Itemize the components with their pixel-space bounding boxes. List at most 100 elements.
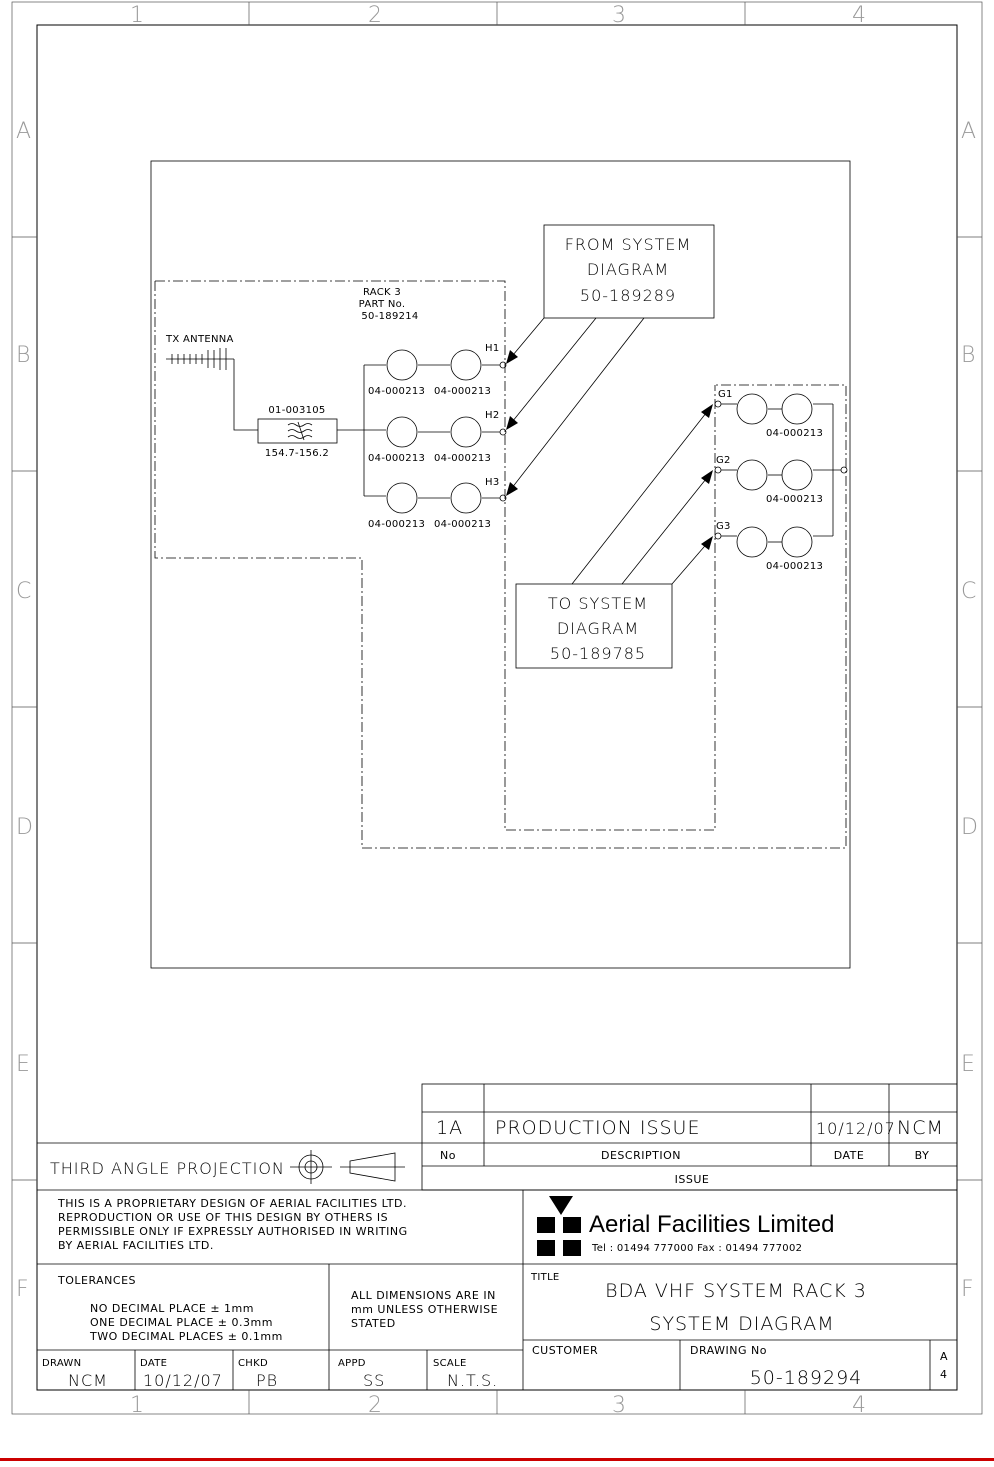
header-no: No xyxy=(440,1149,456,1162)
drawn-label: DRAWN xyxy=(42,1358,81,1369)
g-branch-3 xyxy=(714,526,833,558)
issue-description: PRODUCTION ISSUE xyxy=(495,1117,700,1139)
rack-outline xyxy=(155,280,716,831)
issue-date: 10/12/07 xyxy=(816,1119,896,1138)
attenuator-label: 04-000213 xyxy=(368,519,425,530)
system-diagram: RACK 3 PART No. 50-189214 TX ANTENNA xyxy=(150,160,851,969)
title-block: THIRD ANGLE PROJECTION THIS IS A PROPRIE… xyxy=(37,1142,957,1390)
scale-value: N.T.S. xyxy=(447,1371,498,1390)
drawing-no-label: DRAWING No xyxy=(690,1344,767,1357)
tx-antenna-icon xyxy=(166,348,234,370)
rack-label: PART No. xyxy=(359,299,406,310)
sheet-size: A xyxy=(940,1350,948,1363)
to-box-line: DIAGRAM xyxy=(557,619,639,638)
chkd-value: PB xyxy=(256,1371,278,1390)
bandpass-filter xyxy=(257,418,338,444)
from-box-line: DIAGRAM xyxy=(587,260,669,279)
row-label: D xyxy=(961,815,978,840)
from-box-line: 50-189289 xyxy=(580,286,676,305)
from-system-box xyxy=(543,224,715,319)
date-value: 10/12/07 xyxy=(143,1371,223,1390)
col-label: 1 xyxy=(130,1393,144,1418)
drawing-title: BDA VHF SYSTEM RACK 3 xyxy=(605,1280,867,1302)
drawn-value: NCM xyxy=(68,1371,108,1390)
header-by: BY xyxy=(915,1149,930,1162)
drawing-number: 50-189294 xyxy=(750,1367,863,1389)
to-system-box xyxy=(515,583,673,669)
col-label: 1 xyxy=(130,3,144,28)
appd-value: SS xyxy=(363,1371,385,1390)
col-label: 4 xyxy=(852,1393,866,1418)
attenuator-label: 04-000213 xyxy=(766,494,823,505)
sheet-frame xyxy=(11,1,983,1415)
bottom-rule xyxy=(0,1458,994,1461)
col-label: 2 xyxy=(368,1393,382,1418)
row-label: E xyxy=(16,1052,30,1077)
row-label: A xyxy=(16,119,31,144)
customer-label: CUSTOMER xyxy=(532,1344,598,1357)
from-box-line: FROM SYSTEM xyxy=(565,235,692,254)
proprietary-line: BY AERIAL FACILITIES LTD. xyxy=(58,1239,214,1252)
drawing-title: SYSTEM DIAGRAM xyxy=(649,1313,834,1335)
issue-no: 1A xyxy=(436,1117,463,1139)
row-labels-right: A B C D E F xyxy=(961,119,978,1302)
filter-range-label: 154.7-156.2 xyxy=(265,448,329,459)
scale-label: SCALE xyxy=(433,1358,467,1369)
attenuator-label: 04-000213 xyxy=(368,453,425,464)
company-logo-icon xyxy=(537,1196,581,1256)
h-branch-2 xyxy=(364,416,507,448)
row-label: B xyxy=(961,343,975,368)
rack-label: 50-189214 xyxy=(361,311,418,322)
to-box-line: 50-189785 xyxy=(550,644,646,663)
row-label: F xyxy=(16,1277,29,1302)
port-h1: H1 xyxy=(485,343,499,354)
date-label: DATE xyxy=(140,1358,167,1369)
h-branch-3 xyxy=(364,482,507,514)
column-labels-top: 1 2 3 4 xyxy=(130,3,866,28)
rack-label: RACK 3 xyxy=(363,287,401,298)
tolerance-line: ONE DECIMAL PLACE ± 0.3mm xyxy=(90,1316,273,1329)
row-label: E xyxy=(961,1052,975,1077)
proprietary-line: REPRODUCTION OR USE OF THIS DESIGN BY OT… xyxy=(58,1211,388,1224)
issue-by: NCM xyxy=(897,1117,944,1139)
antenna-label: TX ANTENNA xyxy=(165,334,234,345)
filter-part-label: 01-003105 xyxy=(268,405,325,416)
row-label: D xyxy=(16,815,33,840)
port-g3: G3 xyxy=(716,521,731,532)
col-label: 3 xyxy=(612,3,626,28)
company-contact: Tel : 01494 777000 Fax : 01494 777002 xyxy=(591,1243,802,1254)
row-label: F xyxy=(961,1277,974,1302)
tolerance-line: TWO DECIMAL PLACES ± 0.1mm xyxy=(89,1330,283,1343)
row-labels-left: A B C D E F xyxy=(16,119,33,1302)
attenuator-label: 04-000213 xyxy=(434,453,491,464)
column-labels-bottom: 1 2 3 4 xyxy=(130,1393,866,1418)
tolerances-label: TOLERANCES xyxy=(57,1274,136,1287)
h-branch-1 xyxy=(364,349,507,381)
dimensions-note: STATED xyxy=(351,1317,396,1330)
chkd-label: CHKD xyxy=(238,1358,268,1369)
proprietary-line: THIS IS A PROPRIETARY DESIGN OF AERIAL F… xyxy=(57,1197,407,1210)
attenuator-label: 04-000213 xyxy=(368,386,425,397)
title-label: TITLE xyxy=(530,1272,560,1283)
attenuator-label: 04-000213 xyxy=(766,428,823,439)
row-label: B xyxy=(16,343,30,368)
third-angle-projection-icon xyxy=(290,1150,405,1184)
col-label: 3 xyxy=(612,1393,626,1418)
row-label: C xyxy=(16,579,31,604)
projection-label: THIRD ANGLE PROJECTION xyxy=(50,1159,285,1178)
g-branch-2 xyxy=(714,459,841,491)
to-arrows xyxy=(571,404,713,585)
row-label: A xyxy=(961,119,976,144)
header-date: DATE xyxy=(834,1149,865,1162)
row-label: C xyxy=(961,579,976,604)
proprietary-line: PERMISSIBLE ONLY IF EXPRESSLY AUTHORISED… xyxy=(58,1225,408,1238)
attenuator-label: 04-000213 xyxy=(434,519,491,530)
from-arrows xyxy=(506,317,645,496)
appd-label: APPD xyxy=(338,1358,366,1369)
port-h2: H2 xyxy=(485,410,499,421)
header-description: DESCRIPTION xyxy=(601,1149,681,1162)
port-h3: H3 xyxy=(485,477,499,488)
g-branch-1 xyxy=(714,393,833,425)
company-name: Aerial Facilities Limited xyxy=(589,1211,834,1238)
